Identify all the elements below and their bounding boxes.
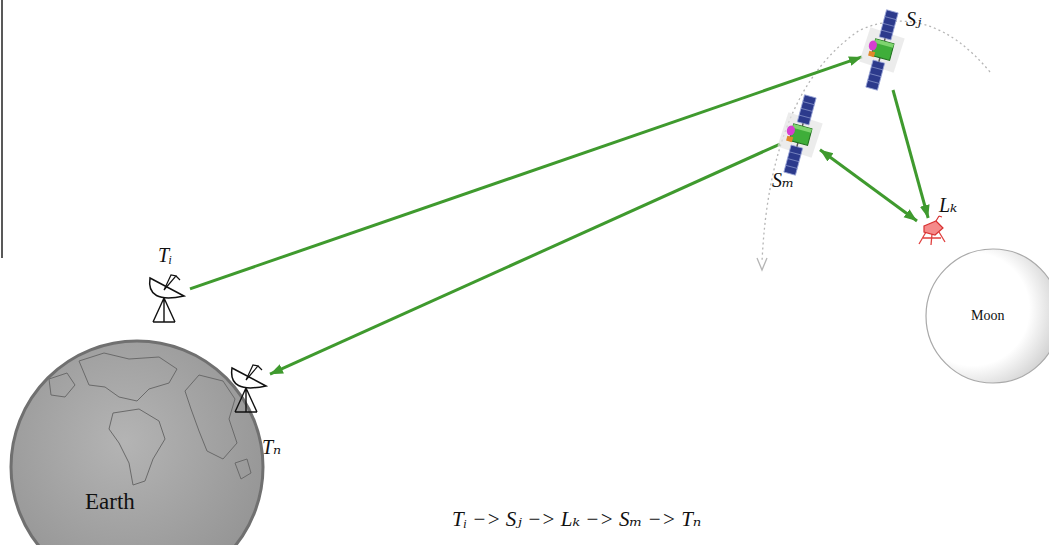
antenna-dish (232, 368, 266, 388)
earth-figure (9, 339, 265, 545)
label-anchor: Sⱼ (906, 8, 921, 30)
label-anchor: Sₘ (772, 169, 794, 191)
panel-grid (885, 17, 897, 20)
node-label: Tᵢ (158, 244, 172, 266)
orbit-path (762, 21, 990, 262)
continent-outline (235, 459, 251, 479)
antenna-feed (164, 275, 180, 290)
signal-link (270, 144, 780, 374)
satellite-antenna (786, 125, 796, 137)
panel-grid (789, 152, 801, 155)
earth-disc (11, 341, 263, 545)
label-anchor: Lₖ (939, 194, 957, 216)
lander-figure (917, 218, 947, 246)
panel-grid (803, 102, 815, 105)
solar-panel (797, 95, 816, 125)
signal-link (820, 150, 917, 221)
panel-grid (868, 80, 880, 83)
antenna-mount (235, 388, 257, 412)
node-label: Lₖ (939, 194, 957, 216)
continent-outline (109, 409, 165, 485)
dish-figure (222, 360, 270, 410)
caption-formula: Tᵢ −> Sⱼ −> Lₖ −> Sₘ −> Tₙ (452, 507, 701, 531)
panel-grid (787, 159, 799, 162)
panel-grid (871, 67, 883, 70)
node-label: Sⱼ (906, 8, 921, 30)
ground-antenna: Tᵢ (140, 270, 190, 325)
margin-line (1, 0, 3, 258)
dish-figure (140, 270, 190, 325)
satellite-body-top (793, 124, 812, 133)
caption-box: Tᵢ −> Sⱼ −> Lₖ −> Sₘ −> Tₙ (452, 508, 701, 531)
earth-circle: Earth (9, 339, 265, 545)
solar-panel (879, 10, 898, 40)
antenna-dish (150, 278, 184, 298)
signal-link (190, 57, 862, 289)
satellite-node: Sₘ (780, 95, 820, 175)
satellite-antenna (868, 40, 878, 52)
antenna-mount (153, 298, 175, 322)
antenna-feed (246, 365, 262, 380)
panel-grid (799, 115, 811, 118)
node-label: Earth (85, 489, 135, 514)
label-anchor: Tₙ (262, 436, 281, 458)
panel-grid (801, 108, 813, 111)
sat-figure (780, 95, 820, 175)
satellite-thruster (868, 51, 875, 57)
panel-grid (786, 165, 798, 168)
node-label: Sₘ (772, 169, 794, 191)
lander-mast (936, 216, 942, 221)
continent-outline (185, 375, 237, 459)
sat-figure (862, 10, 902, 90)
panel-grid (883, 23, 895, 26)
moon-circle: Moon (925, 248, 1049, 384)
lander-body (924, 221, 943, 235)
label-anchor: Tᵢ (158, 244, 172, 266)
satellite-symbol (776, 93, 820, 176)
solar-panel (866, 60, 885, 90)
antenna-symbol (232, 365, 266, 412)
orbit-arrowhead (757, 258, 767, 270)
lander-symbol (919, 216, 945, 245)
label-anchor: Moon (971, 306, 1004, 324)
moon-disc (926, 249, 1049, 383)
label-anchor: Earth (85, 489, 135, 514)
node-label: Moon (971, 308, 1004, 323)
node-label: Tₙ (262, 436, 281, 458)
satellite-body-top (875, 39, 894, 48)
ground-antenna: Tₙ (222, 360, 270, 410)
panel-grid (881, 30, 893, 33)
lander-node: Lₖ (917, 218, 947, 246)
antenna-symbol (150, 275, 184, 322)
signal-link (893, 90, 928, 218)
satellite-node: Sⱼ (862, 10, 902, 90)
continent-outline (49, 373, 75, 397)
satellite-symbol (858, 8, 902, 91)
satellite-thruster (786, 136, 793, 142)
continent-outline (79, 353, 177, 401)
panel-grid (869, 74, 881, 77)
